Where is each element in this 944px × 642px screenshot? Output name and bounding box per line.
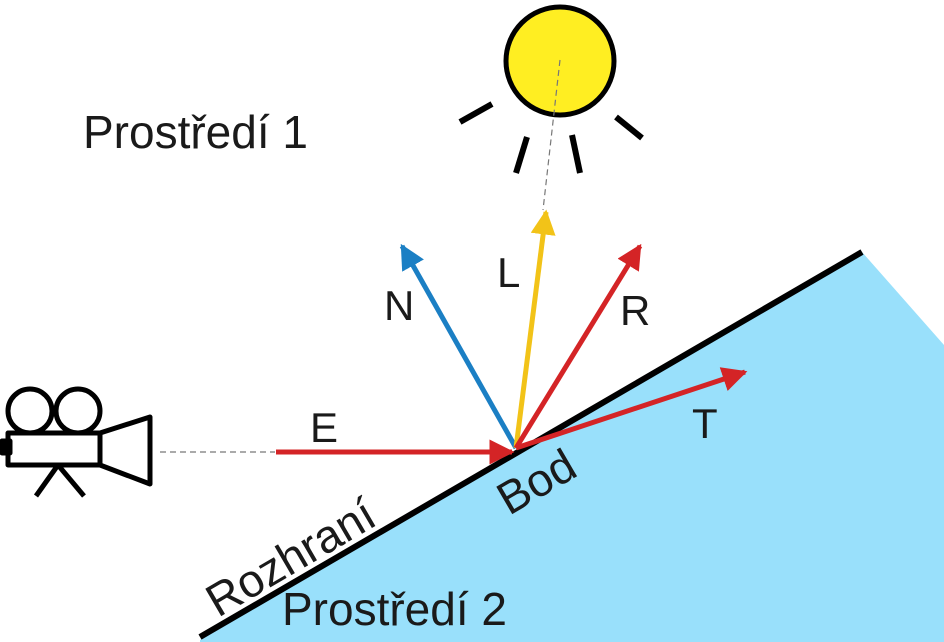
medium-2-region [200,252,944,642]
light-vector [513,209,556,449]
light-guide-line [542,59,561,211]
reflected-label: R [620,287,650,334]
eye-ray-label: E [310,404,338,451]
medium-2-label: Prostředí 2 [282,583,507,635]
normal-label: N [384,282,414,329]
movie-camera-icon [0,386,153,498]
normal-vector [399,243,519,450]
reflected-vector [513,243,643,450]
light-label: L [497,249,520,296]
medium-1-label: Prostředí 1 [83,106,308,158]
transmitted-vector [515,367,748,451]
transmitted-label: T [692,400,718,447]
sun-icon [458,4,644,174]
